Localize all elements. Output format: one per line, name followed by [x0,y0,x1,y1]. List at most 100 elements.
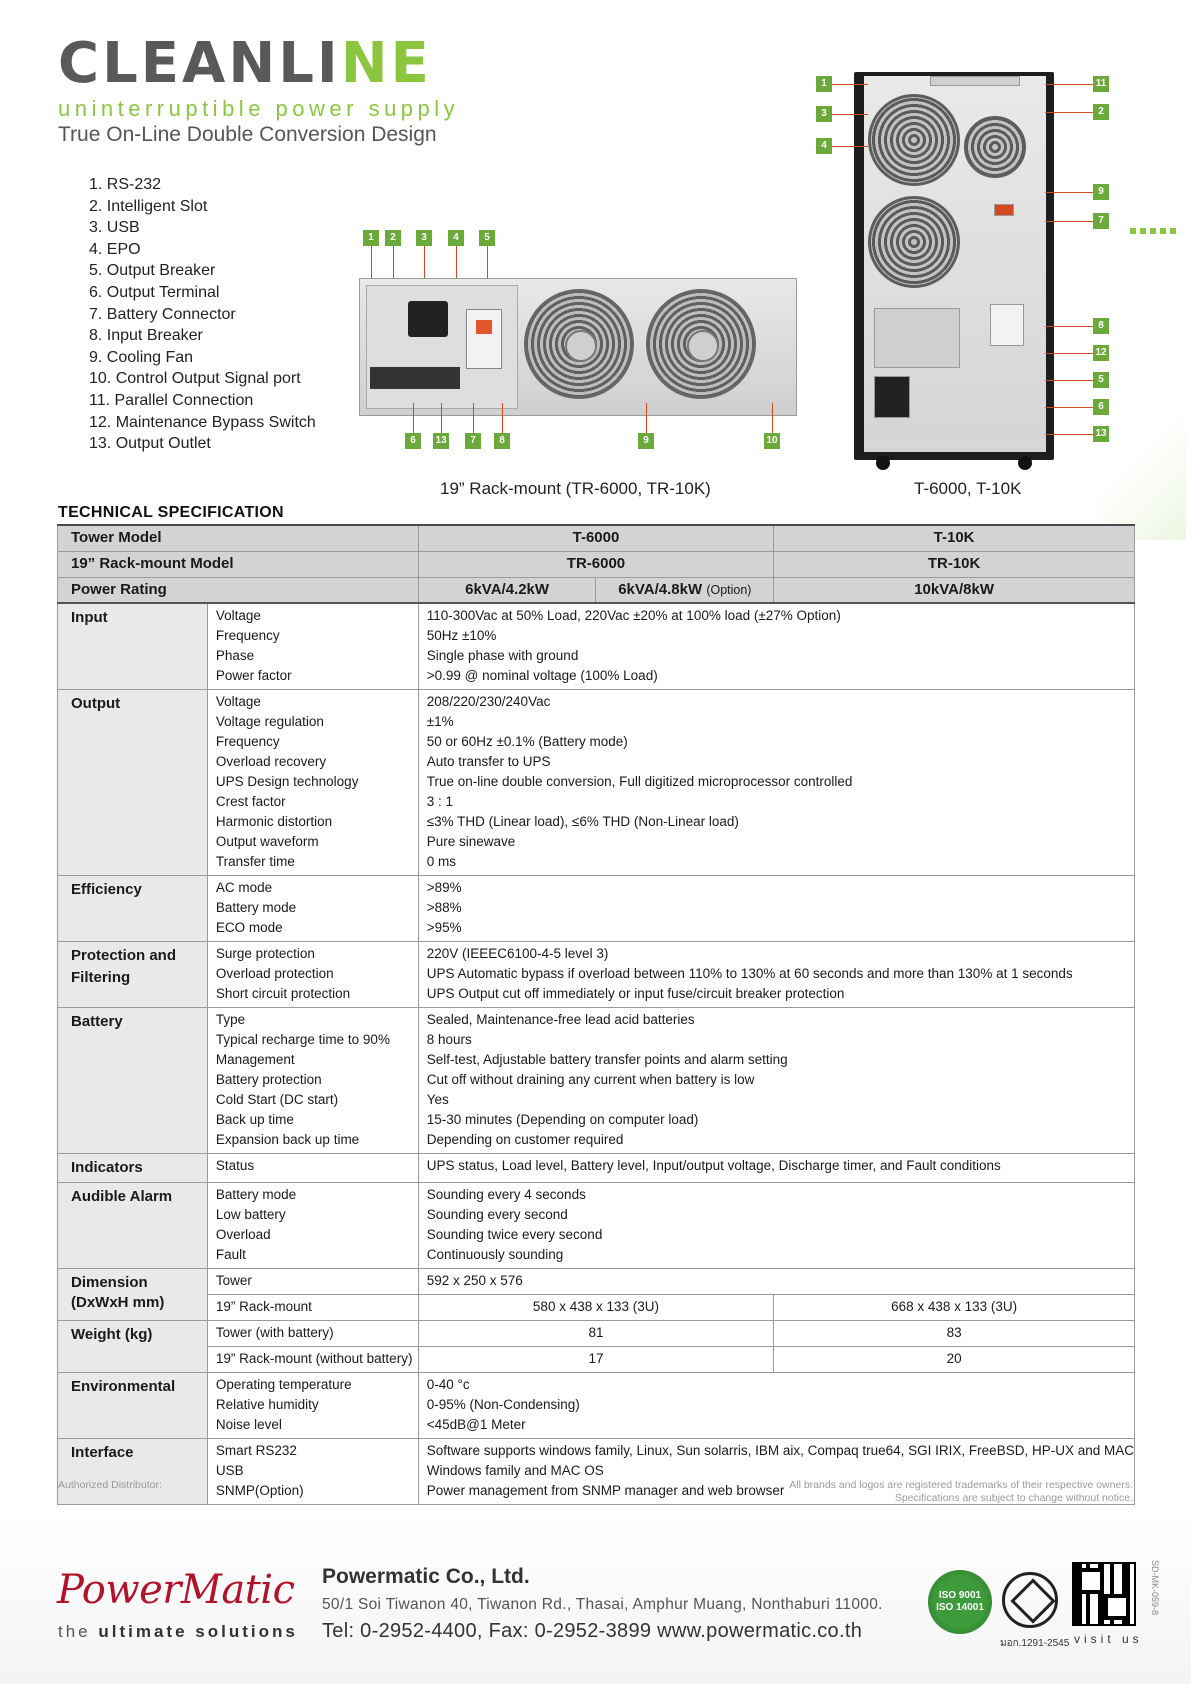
spec-group-name: Battery [57,1007,208,1154]
spec-label: Low battery [215,1207,286,1222]
spec-label: Voltage [215,608,261,623]
legend-item: 5. Output Breaker [89,262,216,280]
callout-line [832,114,868,115]
spec-label: Typical recharge time to 90% [215,1032,390,1047]
spec-label: Surge protection [215,946,315,961]
input-breaker-shape [466,309,502,369]
spec-value: 50 or 60Hz ±0.1% (Battery mode) [426,734,628,749]
footer-band [0,1512,1191,1684]
callout-line [473,403,474,433]
callout-line [371,246,372,278]
spec-label: Harmonic distortion [215,814,333,829]
powermatic-logo: PowerMatic [57,1567,295,1613]
spec-value: 3 : 1 [426,794,453,809]
output-outlet-shape [408,301,448,337]
visit-us-label: visit us [1074,1632,1143,1646]
spec-label: Output waveform [215,834,319,849]
spec-value: UPS status, Load level, Battery level, I… [426,1158,1001,1173]
company-address: 50/1 Soi Tiwanon 40, Tiwanon Rd., Thasai… [322,1596,883,1613]
spec-value: >89% [426,880,462,895]
company-contact: Tel: 0-2952-4400, Fax: 0-2952-3899 www.p… [322,1620,863,1642]
spec-value: Pure sinewave [426,834,516,849]
spec-value: 0-95% (Non-Condensing) [426,1397,580,1412]
legend-item: 4. EPO [89,240,141,258]
legend-item: 9. Cooling Fan [89,348,194,366]
callout-line [1045,221,1093,222]
callout-tag: 1 [816,76,832,92]
brand-header: CLEANLINE uninterruptible power supply T… [58,34,459,148]
spec-value: Sounding every second [426,1207,568,1222]
spec-label: Noise level [215,1417,282,1432]
spec-value: Software supports windows family, Linux,… [426,1443,1134,1458]
spec-value: 0-40 °c [426,1377,470,1392]
spec-label: Overload [215,1227,271,1242]
callout-line [832,84,868,85]
callout-line [1045,380,1093,381]
spec-title: TECHNICAL SPECIFICATION [58,504,284,521]
tower-model-a: T-6000 [417,524,775,552]
spec-value: Power management from SNMP manager and w… [426,1483,785,1498]
tis-code: มอก.1291-2545 [1000,1638,1070,1649]
green-stripe-decoration [1130,228,1180,234]
tower-image [854,72,1054,470]
cooling-fan-icon [868,94,960,186]
tower-top-ports [930,76,1020,86]
legend-item: 6. Output Terminal [89,283,220,301]
authorized-distributor: Authorized Distributor: [58,1479,162,1491]
callout-tag: 13 [433,433,449,449]
callout-tag: 8 [1093,318,1109,334]
spec-value: Sounding twice every second [426,1227,603,1242]
spec-label: Short circuit protection [215,986,351,1001]
qr-code-icon[interactable] [1072,1562,1136,1626]
output-outlet-shape [874,376,910,418]
spec-label: Back up time [215,1112,294,1127]
spec-group-name: Dimension (DxWxH mm) [57,1268,208,1321]
power-rating-label: Power Rating [57,576,419,604]
spec-group-name: Input [57,602,208,690]
spec-value: Cut off without draining any current whe… [426,1072,755,1087]
spec-label: Frequency [215,628,280,643]
spec-label: AC mode [215,880,273,895]
callout-tag: 2 [385,230,401,246]
spec-value: Yes [426,1092,449,1107]
spec-label: Transfer time [215,854,295,869]
battery-connector-shape [994,204,1014,216]
spec-value: ≤3% THD (Linear load), ≤6% THD (Non-Line… [426,814,739,829]
callout-tag: 13 [1093,426,1109,442]
spec-value: UPS Output cut off immediately or input … [426,986,845,1001]
spec-label: SNMP(Option) [215,1483,304,1498]
spec-label: Tower (with battery) [206,1320,419,1347]
callout-tag: 7 [1093,213,1109,229]
tower-model-b: T-10K [773,524,1135,552]
callout-line [772,403,773,433]
spec-label: Overload recovery [215,754,327,769]
spec-value: Auto transfer to UPS [426,754,551,769]
spec-value: Depending on customer required [426,1132,624,1147]
spec-value: 668 x 438 x 133 (3U) [773,1294,1135,1321]
callout-line [424,246,425,278]
rack-mount-image [359,278,797,416]
spec-label: Cold Start (DC start) [215,1092,339,1107]
legend-item: 12. Maintenance Bypass Switch [89,413,316,431]
legend-item: 3. USB [89,219,140,237]
spec-value: 580 x 438 x 133 (3U) [417,1294,775,1321]
maintenance-bypass-box [874,308,960,368]
callout-line [1045,353,1093,354]
spec-group-name: Audible Alarm [57,1182,208,1269]
wheel-icon [876,456,890,470]
spec-value: >88% [426,900,462,915]
callout-tag: 6 [1093,399,1109,415]
spec-table: Tower Model T-6000 T-10K 19” Rack-mount … [57,524,1136,1505]
spec-label: ECO mode [215,920,283,935]
spec-value: >0.99 @ nominal voltage (100% Load) [426,668,658,683]
spec-label: Status [215,1158,255,1173]
disclaimer: All brands and logos are registered trad… [789,1479,1133,1504]
callout-tag: 1 [363,230,379,246]
spec-group-name: Output [57,689,208,876]
